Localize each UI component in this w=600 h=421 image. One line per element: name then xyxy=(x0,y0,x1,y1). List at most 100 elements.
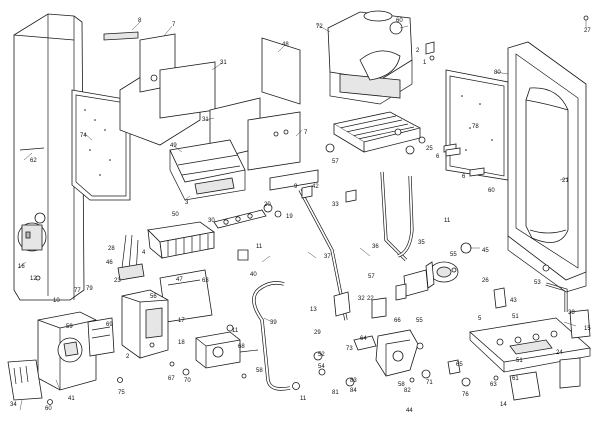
callout-19: 19 xyxy=(286,214,293,220)
callout-11: 11 xyxy=(232,328,239,334)
callout-84: 84 xyxy=(350,388,357,394)
callout-26: 26 xyxy=(482,278,489,284)
callout-57: 57 xyxy=(332,159,339,165)
callout-53: 53 xyxy=(534,280,541,286)
callout-58: 58 xyxy=(398,382,405,388)
callout-8: 8 xyxy=(138,18,142,24)
fan-hood-72 xyxy=(327,10,435,105)
callout-55: 55 xyxy=(416,318,423,324)
callout-83: 83 xyxy=(350,378,357,384)
callout-10: 10 xyxy=(53,298,60,304)
callout-11: 11 xyxy=(300,396,307,402)
callout-14: 14 xyxy=(500,402,507,408)
callout-51: 51 xyxy=(512,314,519,320)
callout-34: 34 xyxy=(10,402,17,408)
callout-48: 48 xyxy=(282,42,289,48)
callout-2: 2 xyxy=(126,354,130,360)
bracket-34 xyxy=(7,359,43,401)
callout-31: 31 xyxy=(220,60,227,66)
callout-5: 5 xyxy=(478,316,482,322)
callout-49: 49 xyxy=(170,143,177,149)
callout-66: 66 xyxy=(394,318,401,324)
gas-pipe-40 xyxy=(211,249,249,277)
callout-25: 25 xyxy=(426,146,433,152)
callout-27: 27 xyxy=(584,28,591,34)
callout-3: 3 xyxy=(185,200,189,206)
callout-30: 30 xyxy=(208,218,215,224)
callout-47: 47 xyxy=(176,277,183,283)
callout-22: 22 xyxy=(367,296,374,302)
callout-40: 40 xyxy=(250,272,257,278)
callout-24: 24 xyxy=(556,350,563,356)
hardware-pieces xyxy=(35,15,589,405)
callout-16: 16 xyxy=(18,264,25,270)
callout-15: 15 xyxy=(584,326,591,332)
gas-manifold-30 xyxy=(213,203,282,229)
callout-63: 63 xyxy=(202,278,209,284)
callout-71: 71 xyxy=(426,380,433,386)
callout-79: 79 xyxy=(86,286,93,292)
callout-60: 60 xyxy=(488,188,495,194)
callout-38: 38 xyxy=(568,310,575,316)
callout-75: 75 xyxy=(118,390,125,396)
callout-73: 73 xyxy=(346,346,353,352)
callout-36: 36 xyxy=(372,244,379,250)
callout-17: 17 xyxy=(178,318,185,324)
callout-6: 6 xyxy=(436,154,440,160)
callout-72: 72 xyxy=(316,24,323,30)
frame-80 xyxy=(507,41,587,293)
callout-70: 70 xyxy=(184,378,191,384)
callout-43: 43 xyxy=(510,298,517,304)
callout-58: 58 xyxy=(256,368,263,374)
callout-21: 21 xyxy=(562,178,569,184)
callout-7: 7 xyxy=(304,130,308,136)
electrodes xyxy=(117,234,145,281)
callout-44: 44 xyxy=(406,408,413,414)
left-casing-panel xyxy=(13,13,85,301)
callout-31: 31 xyxy=(202,117,209,123)
callout-82: 82 xyxy=(404,388,411,394)
callout-45: 45 xyxy=(482,248,489,254)
callout-33: 33 xyxy=(332,202,339,208)
callout-6: 6 xyxy=(462,174,466,180)
front-cover-59 xyxy=(37,311,115,391)
callout-37: 37 xyxy=(324,254,331,260)
callout-2: 2 xyxy=(416,48,420,54)
callout-29: 29 xyxy=(314,330,321,336)
heat-exchanger xyxy=(325,111,426,155)
callout-50: 50 xyxy=(172,212,179,218)
callout-41: 41 xyxy=(68,396,75,402)
callout-80: 80 xyxy=(494,70,501,76)
callout-23: 23 xyxy=(114,278,121,284)
callout-9: 9 xyxy=(294,184,298,190)
callout-60: 60 xyxy=(45,406,52,412)
callout-11: 11 xyxy=(444,218,451,224)
callout-65: 65 xyxy=(456,362,463,368)
callout-13: 13 xyxy=(310,307,317,313)
callout-62: 62 xyxy=(30,158,37,164)
callout-12: 12 xyxy=(30,276,37,282)
callout-54: 54 xyxy=(318,364,325,370)
callout-69: 69 xyxy=(106,322,113,328)
callout-7: 7 xyxy=(172,22,176,28)
back-panel-74 xyxy=(71,89,131,201)
callout-labels: 1 2 2 3 4 5 6 6 7 7 8 9 10 11 11 11 11 1… xyxy=(10,18,591,414)
callout-60: 60 xyxy=(396,18,403,24)
control-box-56 xyxy=(121,289,169,359)
callout-77: 77 xyxy=(74,288,81,294)
callout-1: 1 xyxy=(423,60,427,66)
pipes-35-36 xyxy=(380,171,414,262)
callout-78: 78 xyxy=(472,124,479,130)
callout-57: 57 xyxy=(368,274,375,280)
callout-68: 68 xyxy=(238,344,245,350)
callout-67: 67 xyxy=(168,376,175,382)
callout-11: 11 xyxy=(256,244,263,250)
callout-32: 32 xyxy=(358,296,365,302)
callout-74: 74 xyxy=(80,133,87,139)
insulation-panels xyxy=(103,31,301,171)
callout-63: 63 xyxy=(490,382,497,388)
callout-56: 56 xyxy=(150,294,157,300)
callout-64: 64 xyxy=(360,336,367,342)
callout-35: 35 xyxy=(418,240,425,246)
